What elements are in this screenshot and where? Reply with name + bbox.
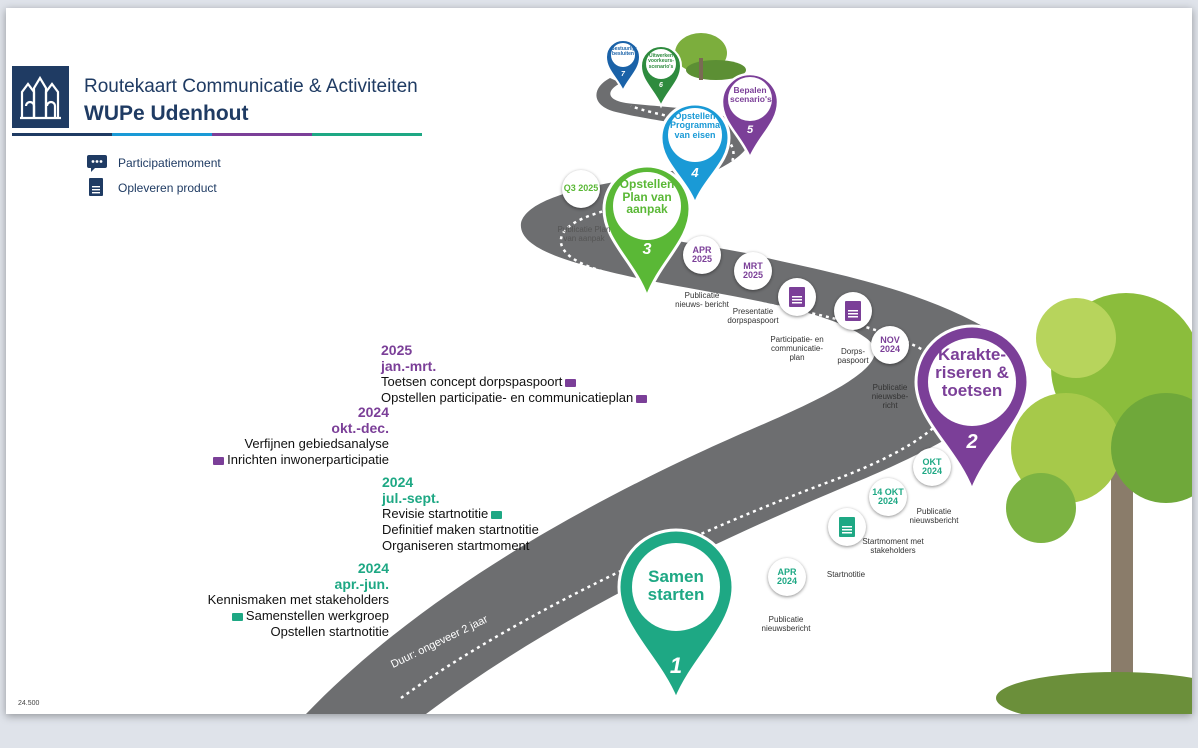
milestone-5-title: Bepalen scenario's [730,85,772,104]
phase-period: okt.-dec. [331,420,389,436]
milestone-6-title: Uitwerken voorkeurs- scenario's [648,53,674,70]
label-dorpspaspoort: Dorps- paspoort [837,347,869,365]
phase-2025-jan-mrt: 2025 jan.-mrt. Toetsen concept dorpspasp… [176,342,676,406]
chat-icon [87,155,107,172]
footer-code: 24.500 [18,700,40,707]
milestone-pin-5 [720,72,780,162]
label-nov-2024: Publicatie nieuwsbe- richt [871,383,909,410]
date-okt-2024: OKT 2024 [913,448,951,486]
activity: Organiseren startmoment [382,538,530,553]
label-apr-2025: Publicatie nieuws- bericht [675,291,729,309]
phase-period: apr.-jun. [334,576,389,592]
activity: Kennismaken met stakeholders [207,592,389,607]
milestone-6-number: 6 [659,82,663,89]
milestone-2-number: 2 [966,431,978,453]
phase-2024-okt-dec: 2024 okt.-dec. Verfijnen gebiedsanalyse … [176,404,389,468]
label-apr-2024: Publicatie nieuwsbericht [761,615,811,633]
milestone-7-title: Bestuurlijk besluiten [611,46,637,58]
date-mrt-2025: MRT 2025 [734,252,772,290]
castle-icon [20,75,61,120]
legend-document-icon [89,178,103,201]
document-icon [789,287,805,307]
milestone-3-number: 3 [642,241,652,258]
milestone-3-title: Opstellen Plan van aanpak [619,177,675,217]
phase-year: 2024 [382,474,414,490]
milestone-pin-6 [639,44,683,109]
milestone-pin-7 [604,38,642,94]
roadmap-road [306,33,1192,714]
tree-top [675,33,746,80]
date-14-okt-2024: 14 OKT 2024 [869,478,907,516]
dorpspaspoort-icon [834,292,872,330]
milestone-1-number: 1 [669,653,683,678]
activity: Definitief maken startnotitie [382,522,539,537]
label-okt-2024: Publicatie nieuwsbericht [909,507,959,525]
phase-2024-apr-jun: 2024 apr.-jun. Kennismaken met stakehold… [176,560,389,640]
slide: Routekaart Communicatie & Activiteiten W… [6,8,1192,714]
legend-opleveren-product: Opleveren product [118,181,217,195]
phase-2024-jul-sept: 2024 jul.-sept. Revisie startnotitie Def… [382,474,582,554]
milestone-5-number: 5 [746,124,754,136]
legend-participatiemoment: Participatiemoment [118,156,221,170]
document-icon [839,517,855,537]
activity: Samenstellen werkgroep [176,608,389,624]
label-q3-2025: Publicatie Plan van aanpak [557,225,611,243]
activity: Inrichten inwonerparticipatie [176,452,389,468]
phase-year: 2025 [381,342,413,358]
milestone-1-title: Samen starten [647,567,705,604]
milestone-pin-2 [914,324,1030,495]
activity: Verfijnen gebiedsanalyse [244,436,389,451]
document-icon [845,301,861,321]
label-14-okt-2024: Startmoment met stakeholders [862,537,924,555]
activity: Opstellen participatie- en communicatiep… [381,390,676,406]
tree-right [996,293,1192,714]
communicatieplan-icon [778,278,816,316]
milestone-2-title: Karakte- riseren & toetsen [935,345,1009,400]
milestone-pins [602,38,1030,703]
activity: Revisie startnotitie [382,506,582,522]
legend-chat-icon [86,154,108,177]
chat-icon [636,394,648,403]
header-rule [12,133,422,136]
chat-icon [565,378,577,387]
document-icon [89,178,103,196]
chat-icon [231,612,243,621]
page-subtitle: WUPe Udenhout [84,102,249,125]
milestone-pin-1 [617,528,735,703]
phase-period: jul.-sept. [382,490,440,506]
label-startnotitie: Startnotitie [826,570,866,579]
milestone-4-title: Opstellen Programma van eisen [670,111,721,140]
milestone-pin-4 [659,102,731,209]
chat-icon [491,510,503,519]
milestone-pin-3 [602,164,692,302]
label-mrt-2025: Presentatie dorpspaspoort [727,307,779,325]
page-title: Routekaart Communicatie & Activiteiten [84,76,418,97]
municipality-logo [12,66,69,128]
milestone-7-number: 7 [621,71,625,78]
date-apr-2024: APR 2024 [768,558,806,596]
phase-year: 2024 [357,404,389,420]
date-apr-2025: APR 2025 [683,236,721,274]
activity: Toetsen concept dorpspaspoort [381,374,676,390]
date-q3-2025: Q3 2025 [562,170,600,208]
phase-year: 2024 [357,560,389,576]
date-nov-2024: NOV 2024 [871,326,909,364]
label-communicatieplan: Participatie- en communicatie- plan [770,335,824,362]
chat-icon [213,456,225,465]
activity: Opstellen startnotitie [270,624,389,639]
startnotitie-icon [828,508,866,546]
phase-period: jan.-mrt. [381,358,437,374]
milestone-4-number: 4 [691,165,699,180]
